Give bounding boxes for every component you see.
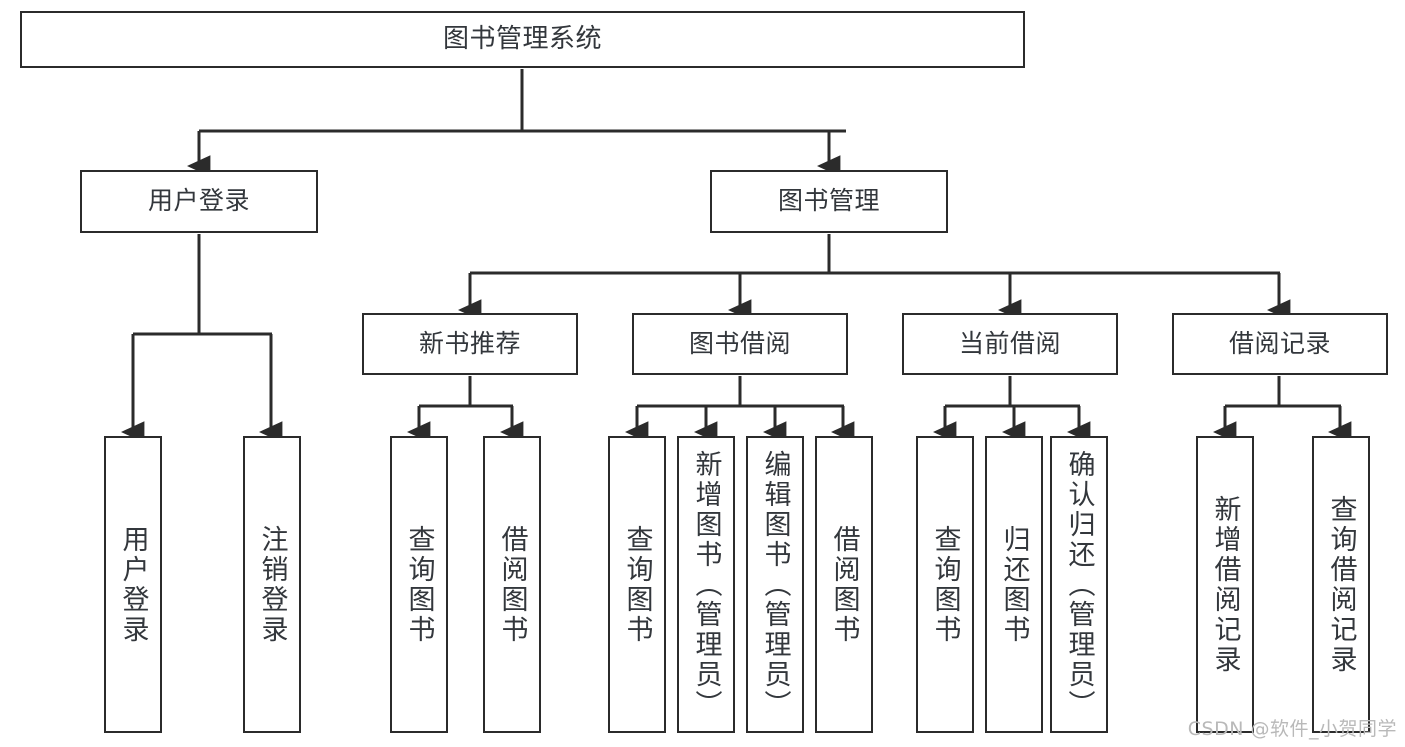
- node-book-manage-label: 图书管理: [777, 186, 880, 216]
- node-user-login[interactable]: 用户登录: [80, 170, 318, 233]
- node-book-borrow-label: 图书借阅: [688, 328, 791, 358]
- node-current-borrow-label: 当前借阅: [958, 328, 1061, 358]
- leaf-borrow-book-label: 借阅图书: [828, 524, 860, 645]
- node-user-login-label: 用户登录: [147, 186, 250, 216]
- leaf-query-book-borrow-label: 查询图书: [621, 524, 653, 645]
- leaf-edit-book-label: 编辑图书（管理员）: [759, 449, 791, 720]
- leaf-query-book-recommend-label: 查询图书: [403, 524, 435, 645]
- leaf-user-login[interactable]: 用户登录: [104, 436, 162, 733]
- leaf-add-book[interactable]: 新增图书（管理员）: [677, 436, 735, 733]
- leaf-query-book-recommend[interactable]: 查询图书: [390, 436, 448, 733]
- leaf-user-logout-label: 注销登录: [256, 524, 288, 645]
- node-borrow-record-label: 借阅记录: [1228, 328, 1331, 358]
- node-book-borrow[interactable]: 图书借阅: [632, 313, 848, 375]
- leaf-query-borrow-record[interactable]: 查询借阅记录: [1312, 436, 1370, 733]
- leaf-query-borrow-record-label: 查询借阅记录: [1325, 494, 1357, 675]
- leaf-add-borrow-record-label: 新增借阅记录: [1209, 494, 1241, 675]
- leaf-query-book-borrow[interactable]: 查询图书: [608, 436, 666, 733]
- leaf-add-borrow-record[interactable]: 新增借阅记录: [1196, 436, 1254, 733]
- leaf-query-book-current-label: 查询图书: [929, 524, 961, 645]
- leaf-query-book-current[interactable]: 查询图书: [916, 436, 974, 733]
- leaf-borrow-book-recommend[interactable]: 借阅图书: [483, 436, 541, 733]
- leaf-confirm-return[interactable]: 确认归还（管理员）: [1050, 436, 1108, 733]
- node-current-borrow[interactable]: 当前借阅: [902, 313, 1118, 375]
- leaf-borrow-book-recommend-label: 借阅图书: [496, 524, 528, 645]
- node-new-book-recommend-label: 新书推荐: [418, 328, 521, 358]
- csdn-watermark: CSDN @软件_小贺同学: [1187, 718, 1397, 740]
- leaf-user-logout[interactable]: 注销登录: [243, 436, 301, 733]
- node-root-system[interactable]: 图书管理系统: [20, 11, 1025, 68]
- leaf-return-book[interactable]: 归还图书: [985, 436, 1043, 733]
- leaf-borrow-book[interactable]: 借阅图书: [815, 436, 873, 733]
- leaf-edit-book[interactable]: 编辑图书（管理员）: [746, 436, 804, 733]
- leaf-user-login-label: 用户登录: [117, 524, 149, 645]
- leaf-add-book-label: 新增图书（管理员）: [690, 449, 722, 720]
- node-new-book-recommend[interactable]: 新书推荐: [362, 313, 578, 375]
- leaf-confirm-return-label: 确认归还（管理员）: [1063, 449, 1095, 720]
- node-root-system-label: 图书管理系统: [442, 23, 602, 54]
- node-book-manage[interactable]: 图书管理: [710, 170, 948, 233]
- leaf-return-book-label: 归还图书: [998, 524, 1030, 645]
- node-borrow-record[interactable]: 借阅记录: [1172, 313, 1388, 375]
